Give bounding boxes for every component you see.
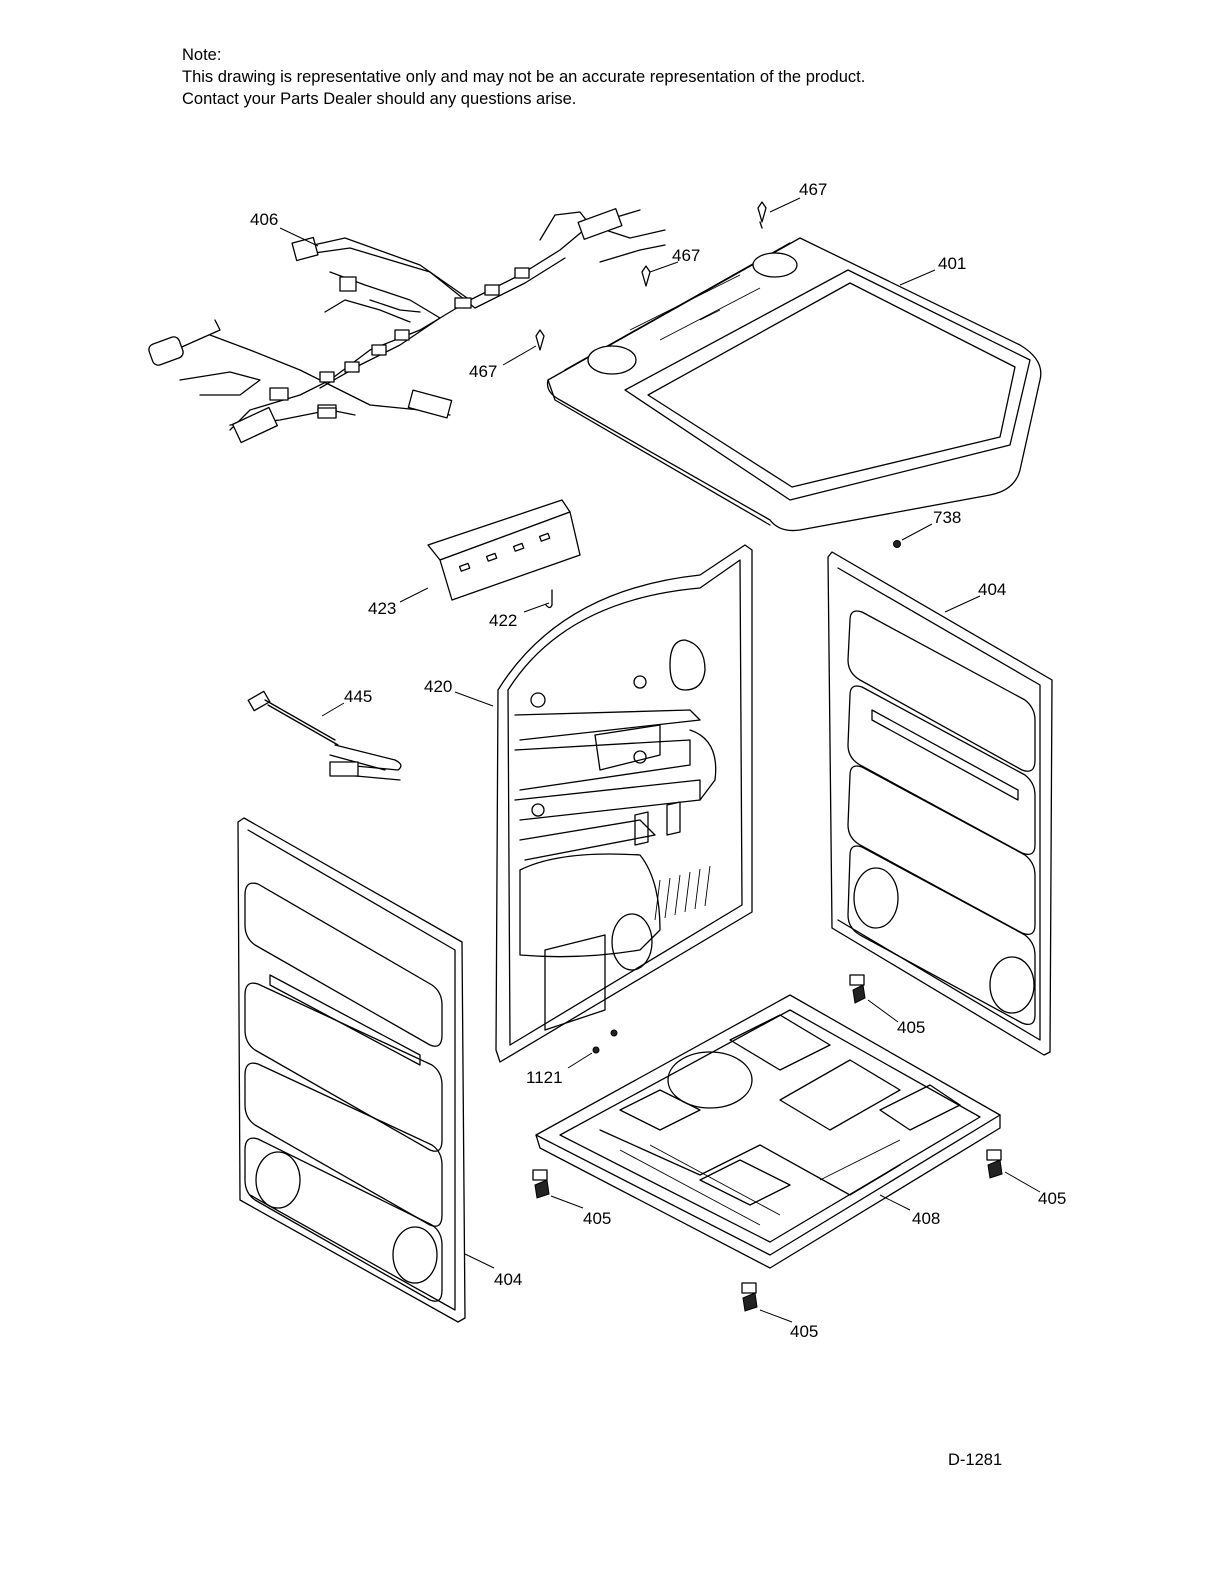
base-408 bbox=[535, 994, 1001, 1269]
label-423: 423 bbox=[368, 599, 396, 618]
clip-467-mid bbox=[641, 265, 651, 287]
screws-1121 bbox=[592, 1029, 618, 1054]
part-labels: 406 467 467 467 401 738 423 422 404 445 … bbox=[250, 180, 1066, 1341]
screw-738 bbox=[893, 540, 901, 548]
label-404-left: 404 bbox=[494, 1270, 522, 1289]
side-panel-404-right bbox=[827, 551, 1053, 1056]
clip-467-top bbox=[757, 201, 767, 229]
label-405-d: 405 bbox=[790, 1322, 818, 1341]
label-420: 420 bbox=[424, 677, 452, 696]
label-406: 406 bbox=[250, 210, 278, 229]
label-467-b: 467 bbox=[672, 246, 700, 265]
top-panel-401 bbox=[546, 237, 1042, 532]
leveling-leg-405-b bbox=[532, 1169, 550, 1199]
label-405-a: 405 bbox=[897, 1018, 925, 1037]
disclaimer-note: Note: This drawing is representative onl… bbox=[182, 44, 865, 110]
note-line-2: Contact your Parts Dealer should any que… bbox=[182, 90, 577, 108]
diagram-code: D-1281 bbox=[948, 1451, 1003, 1469]
label-445: 445 bbox=[344, 687, 372, 706]
leveling-leg-405-d bbox=[741, 1282, 758, 1312]
wire-harness-406 bbox=[148, 208, 666, 444]
leader-lines bbox=[279, 197, 1041, 1323]
label-467-a: 467 bbox=[799, 180, 827, 199]
back-panel-420 bbox=[495, 544, 753, 1063]
label-422: 422 bbox=[489, 611, 517, 630]
note-line-1: This drawing is representative only and … bbox=[182, 68, 866, 86]
label-404-right: 404 bbox=[978, 580, 1006, 599]
leveling-leg-405-c bbox=[986, 1149, 1003, 1179]
leveling-leg-405-a bbox=[849, 974, 866, 1004]
wire-445 bbox=[247, 690, 402, 781]
note-heading: Note: bbox=[182, 46, 222, 64]
bracket-423 bbox=[427, 499, 581, 601]
label-467-c: 467 bbox=[469, 362, 497, 381]
label-738: 738 bbox=[933, 508, 961, 527]
label-405-b: 405 bbox=[583, 1209, 611, 1228]
clip-467-low bbox=[535, 329, 545, 351]
side-panel-404-left bbox=[237, 817, 466, 1323]
label-405-c: 405 bbox=[1038, 1189, 1066, 1208]
label-408: 408 bbox=[912, 1209, 940, 1228]
label-401: 401 bbox=[938, 254, 966, 273]
hook-422 bbox=[545, 589, 553, 609]
label-1121: 1121 bbox=[526, 1068, 563, 1087]
